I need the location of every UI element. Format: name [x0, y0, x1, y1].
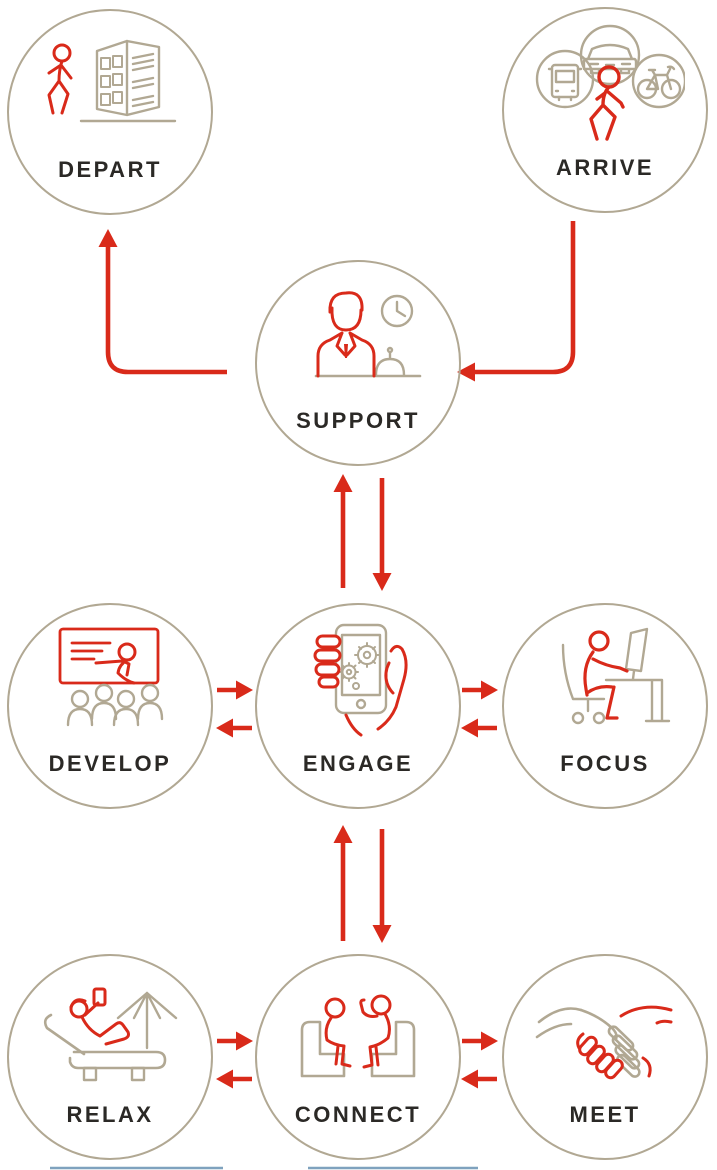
arrow-connect-to-relax: [216, 1069, 252, 1089]
hand-holding-phone-gears-icon: [313, 623, 408, 737]
arrow-connect-to-meet: [462, 1031, 498, 1051]
node-engage-label: ENGAGE: [302, 751, 414, 776]
node-develop-label: DEVELOP: [48, 751, 172, 776]
node-arrive-label: ARRIVE: [555, 155, 655, 180]
node-connect-label: CONNECT: [294, 1102, 422, 1127]
arrow-focus-to-engage: [461, 718, 497, 738]
arrow-connect-to-engage: [333, 825, 353, 941]
node-focus-label: FOCUS: [560, 751, 650, 776]
node-focus: FOCUS: [502, 603, 708, 809]
concierge-desk-clock-bell-icon: [314, 291, 422, 378]
person-working-at-desk-icon: [561, 627, 671, 725]
arrow-meet-to-connect: [461, 1069, 497, 1089]
node-meet-label: MEET: [569, 1102, 641, 1127]
node-relax-label: RELAX: [66, 1102, 154, 1127]
node-depart-label: DEPART: [58, 157, 162, 182]
arrow-engage-to-develop: [216, 718, 252, 738]
arrow-relax-to-connect: [217, 1031, 253, 1051]
presentation-audience-icon: [58, 627, 164, 727]
person-with-transport-modes-icon: [535, 24, 685, 141]
node-support-label: SUPPORT: [296, 408, 420, 433]
node-develop: DEVELOP: [7, 603, 213, 809]
node-relax: RELAX: [7, 954, 213, 1160]
arrow-support-to-engage: [372, 478, 392, 591]
arrow-engage-to-connect: [372, 829, 392, 943]
node-engage: ENGAGE: [255, 603, 461, 809]
arrow-engage-to-focus: [462, 680, 498, 700]
lounge-chair-umbrella-icon: [43, 987, 178, 1082]
node-connect: CONNECT: [255, 954, 461, 1160]
arrow-develop-to-engage: [217, 680, 253, 700]
node-meet: MEET: [502, 954, 708, 1160]
node-support: SUPPORT: [255, 260, 461, 466]
two-people-talking-chairs-icon: [300, 994, 416, 1078]
arrow-arrive-to-support: [457, 221, 576, 382]
arrow-engage-to-support: [333, 474, 353, 588]
node-arrive: ARRIVE: [502, 7, 708, 213]
arrow-support-to-depart: [98, 229, 227, 375]
person-leaving-building-icon: [47, 39, 177, 123]
handshake-icon: [535, 1005, 673, 1080]
node-depart: DEPART: [7, 9, 213, 215]
